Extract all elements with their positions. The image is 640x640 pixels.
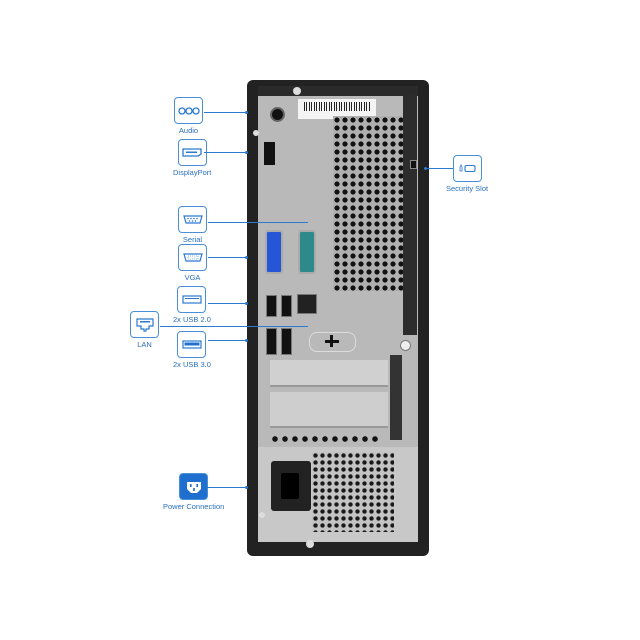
lock-slot-icon: [452, 155, 482, 182]
vga-port[interactable]: [265, 230, 283, 274]
psu-fan-grid: [312, 452, 394, 532]
leader-dot: [245, 111, 248, 114]
panel-screw: [259, 512, 265, 518]
callout-usb2: 2x USB 2.0: [173, 286, 211, 324]
usb-2-icon: [177, 286, 207, 313]
power-socket-icon: [179, 473, 209, 500]
usb2-port-1[interactable]: [266, 295, 277, 317]
security-slot-label: Security Slot: [446, 184, 489, 193]
serial-label: Serial: [182, 235, 203, 244]
callout-serial: Serial: [178, 206, 207, 244]
thumb-screw: [306, 540, 314, 548]
callout-vga: VGA: [178, 244, 207, 282]
callout-audio: Audio: [174, 97, 203, 135]
displayport-port[interactable]: [264, 142, 275, 165]
ethernet-icon: [130, 311, 159, 338]
usb2-port-2[interactable]: [281, 295, 292, 317]
side-rail: [403, 95, 417, 335]
thumb-screw: [293, 87, 301, 95]
callout-usb3: 2x USB 3.0: [173, 331, 211, 369]
lan-label: LAN: [137, 340, 152, 349]
lan-leader-line: [160, 326, 308, 327]
expansion-slot-1: [270, 360, 388, 387]
serial-leader-line: [208, 222, 308, 223]
security-leader-line: [425, 168, 453, 169]
ventilation-grid: [333, 116, 405, 291]
audio-jack-icon: [174, 97, 203, 124]
usb3-leader-line: [208, 340, 246, 341]
leader-dot: [245, 486, 248, 489]
knockout-mark: [330, 335, 333, 347]
audio-leader-line: [204, 112, 246, 113]
bottom-bezel: [254, 542, 424, 554]
audio-jack[interactable]: [270, 107, 285, 122]
usb2-leader-line: [208, 303, 246, 304]
barcode-label: [298, 99, 376, 119]
expansion-slot-2: [270, 392, 388, 428]
usb2-label: 2x USB 2.0: [173, 315, 211, 324]
power-socket[interactable]: [271, 461, 311, 511]
callout-security-slot: Security Slot: [446, 155, 488, 193]
usb3-port-1[interactable]: [266, 328, 277, 355]
vga-label: VGA: [184, 273, 201, 282]
callout-lan: LAN: [130, 311, 159, 349]
power-leader-line: [207, 487, 246, 488]
ethernet-port[interactable]: [297, 294, 317, 314]
vga-port-icon: [178, 244, 207, 271]
slot-bracket: [390, 355, 402, 440]
vga-leader-line: [208, 257, 246, 258]
serial-port[interactable]: [298, 230, 316, 274]
leader-dot: [245, 151, 248, 154]
leader-dot: [245, 256, 248, 259]
callout-displayport: DisplayPort: [173, 139, 211, 177]
security-slot[interactable]: [410, 160, 417, 169]
displayport-leader-line: [204, 152, 246, 153]
usb3-label: 2x USB 3.0: [173, 360, 211, 369]
audio-label: Audio: [178, 126, 199, 135]
power-connection-label: Power Connection: [163, 502, 225, 511]
serial-port-icon: [178, 206, 207, 233]
displayport-label: DisplayPort: [173, 168, 212, 177]
top-bezel: [258, 86, 418, 96]
displayport-icon: [177, 139, 207, 166]
panel-screw: [253, 130, 259, 136]
usb-3-icon: [177, 331, 207, 358]
knockout-cover: [309, 332, 356, 352]
vent-row: [270, 436, 380, 442]
leader-dot: [424, 167, 427, 170]
leader-dot: [245, 339, 248, 342]
leader-dot: [245, 302, 248, 305]
thumb-screw: [400, 340, 411, 351]
callout-power-connection: Power Connection: [163, 473, 224, 511]
usb3-port-2[interactable]: [281, 328, 292, 355]
